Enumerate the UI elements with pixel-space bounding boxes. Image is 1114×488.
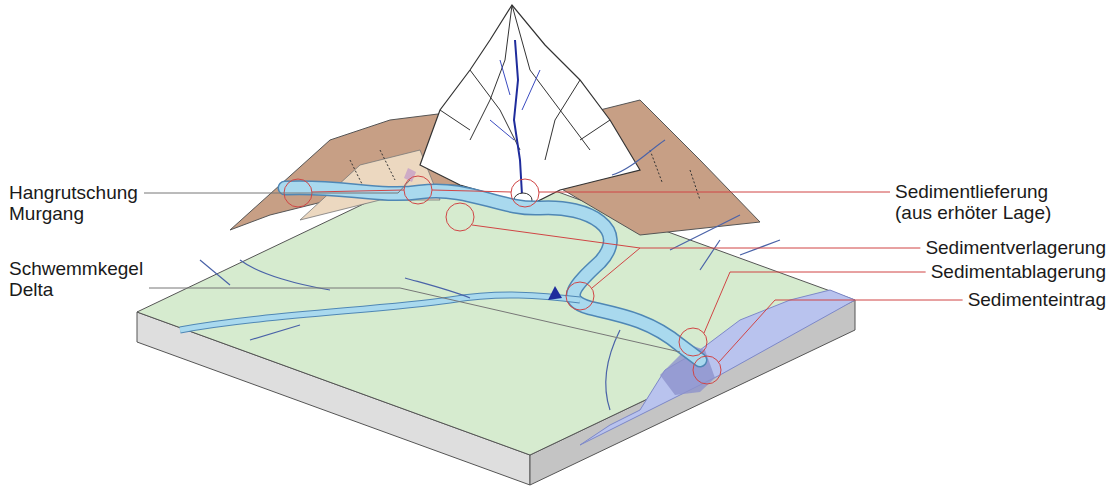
transfer-label: Sedimentverlagerung — [925, 237, 1106, 258]
deposition-label: Sedimentablagerung — [931, 261, 1106, 282]
supply-label: Sedimentlieferung (aus erhöter Lage) — [895, 181, 1070, 223]
hazard-label: Hangrutschung Murgang — [9, 182, 154, 224]
input-label: Sedimenteintrag — [968, 289, 1106, 310]
fan-delta-label: Schwemmkegel Delta — [9, 258, 159, 300]
